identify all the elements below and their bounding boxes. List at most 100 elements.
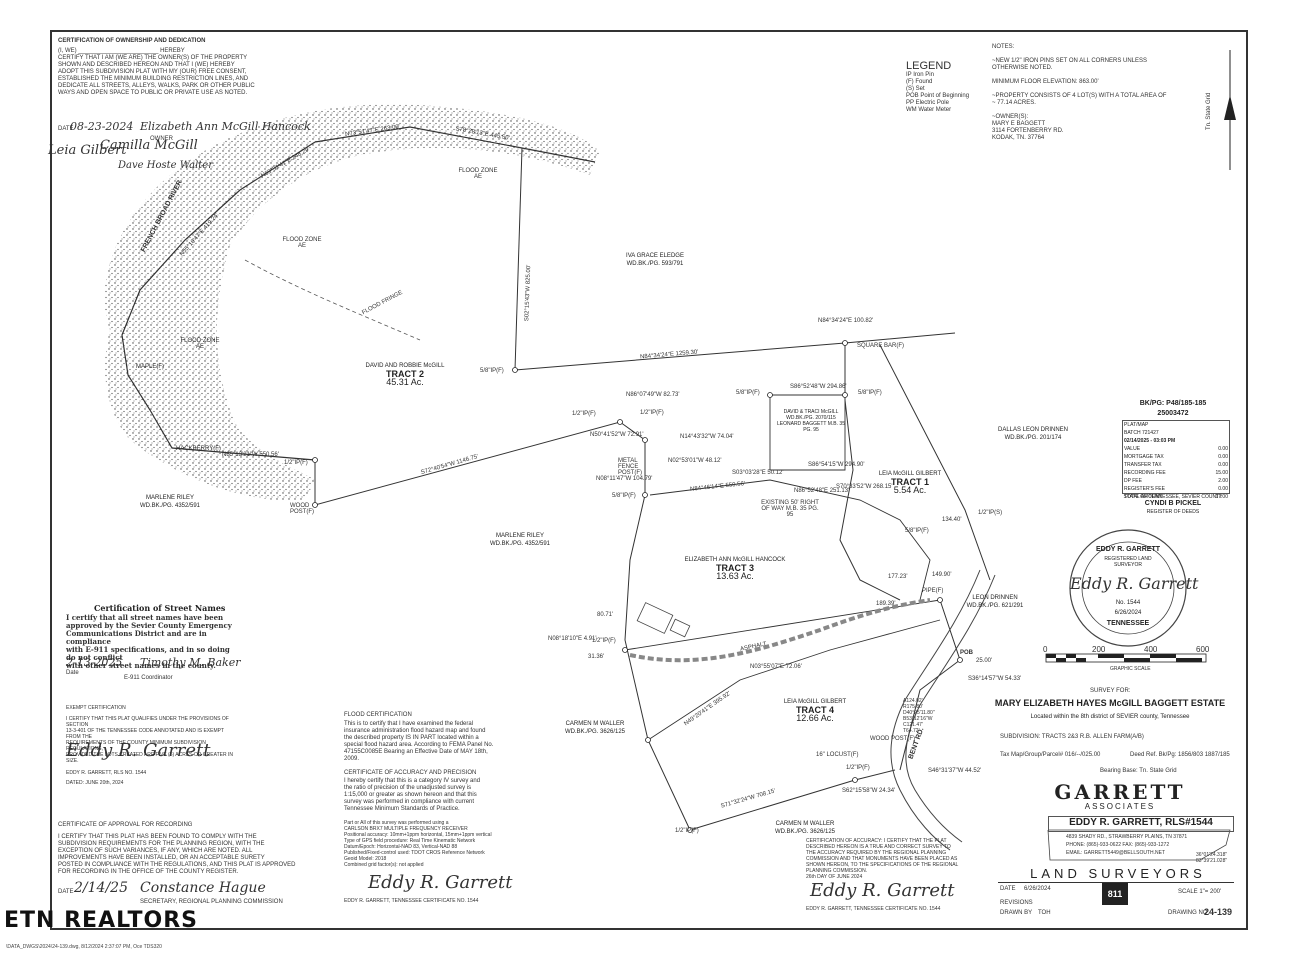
east-line: [879, 344, 991, 581]
tract2-west-line: [121, 141, 316, 461]
flood-cert-signature: Eddy R. Garrett: [368, 872, 513, 893]
bearing-label: N02°53'01"W 48.12': [668, 458, 722, 464]
tract4-east-line: [899, 599, 961, 771]
dig-811-logo: 811: [1102, 883, 1128, 905]
tb-drawn: TOH: [1038, 910, 1051, 916]
notes-body: ~NEW 1/2" IRON PINS SET ON ALL CORNERS U…: [992, 58, 1167, 141]
legend-list: IP Iron Pin (F) Found (S) Set POB Point …: [906, 72, 969, 114]
exempt-cert-body: I CERTIFY THAT THIS PLAT QUALIFIES UNDER…: [66, 716, 233, 764]
seal-date: 6/26/2024: [1114, 610, 1142, 616]
survey-bearing: Bearing Base: Tn. State Grid: [1100, 768, 1177, 774]
legend-item: (S) Set: [906, 86, 925, 92]
planning-cert-body: I CERTIFY THAT THIS PLAT HAS BEEN FOUND …: [58, 834, 296, 875]
square-bar-label: SQUARE BAR(F): [857, 343, 905, 349]
row-line: [649, 479, 931, 601]
survey-for-label: SURVEY FOR:: [1090, 688, 1131, 694]
north-arrow-head: [1224, 95, 1236, 120]
row-label: EXISTING 50' RIGHT OF WAY M.B. 35 PG. 95: [761, 500, 819, 518]
seal-text: REGISTERED LAND SURVEYOR: [1104, 556, 1152, 568]
survey-location: Located within the 8th district of SEVIE…: [1030, 714, 1190, 720]
scale-label: GRAPHIC SCALE: [1110, 666, 1151, 672]
street-cert-role: E-911 Coordinator: [124, 675, 173, 681]
title-block: DATE 6/26/2024 REVISIONS DRAWN BY TOH 81…: [998, 882, 1234, 921]
pin-label: 1/2"IP(F): [846, 765, 870, 771]
tract4-line: [647, 619, 941, 741]
owner-signature: Dave Hoste Walter: [118, 160, 213, 171]
legend-item: IP Iron Pin: [906, 72, 934, 78]
planning-cert-date-label: DATE: [58, 889, 74, 895]
north-label: Tn. State Grid: [1206, 92, 1212, 130]
bearing-label: 149.90': [932, 572, 952, 578]
exempt-cert-name: EDDY R. GARRETT, RLS NO. 1544: [66, 770, 147, 776]
bearing-label: 25.00': [976, 658, 993, 664]
notes-title: NOTES:: [992, 44, 1015, 50]
tb-drawn-label: DRAWN BY: [1000, 910, 1033, 916]
surveyor-seal: [1069, 529, 1187, 647]
scale-tick: 200: [1092, 645, 1106, 654]
scale-tick: 400: [1144, 645, 1158, 654]
accuracy-cert-day: 26th DAY OF JUNE 2024: [806, 874, 863, 880]
tb-revisions-label: REVISIONS: [1000, 900, 1033, 906]
exempt-cert-title: EXEMPT CERTIFICATION: [66, 705, 126, 711]
pin-label: 1/2"IP(F): [284, 460, 308, 466]
locust-label: 16" LOCUST(F): [816, 752, 859, 758]
building: [669, 618, 691, 638]
owner-label: OWNER: [150, 136, 173, 142]
street-cert-body: I certify that all street names have bee…: [66, 613, 232, 670]
pin-label: 1/2"IP(S): [978, 510, 1003, 516]
bearing-label: 80.71': [597, 612, 614, 618]
street-cert-signature: Timothy M. Baker: [140, 656, 241, 669]
river-boundary: [314, 126, 596, 163]
hackberry-label: HACKBERRY(F): [176, 446, 221, 452]
pin-label: PIPE(F): [922, 588, 944, 594]
owner-signature: Elizabeth Ann McGill Hancock: [140, 120, 311, 133]
firm-surveyor: EDDY R. GARRETT, RLS#1544: [1069, 817, 1213, 828]
firm-name: GARRETT: [1054, 780, 1186, 804]
pin-label: 5/8"IP(F): [905, 528, 929, 534]
street-cert-date: 2-13-2025: [66, 656, 123, 669]
seal-state: TENNESSEE: [1106, 620, 1150, 627]
tb-date: 6/26/2024: [1024, 886, 1051, 892]
owner-signature: Leia Gilbert: [48, 143, 127, 158]
planning-signature: Constance Hague: [140, 880, 266, 896]
pin-label: 5/8"IP(F): [612, 493, 636, 499]
flood-cert-name: EDDY R. GARRETT, TENNESSEE CERTIFICATE N…: [344, 898, 479, 904]
flood-zone-label: FLOOD ZONE AE: [458, 168, 498, 180]
bearing-label: S46°31'37"W 44.52': [928, 768, 982, 774]
flood-fringe-line: [244, 259, 421, 341]
wood-post-label: WOOD POST(F): [870, 736, 915, 742]
firm-address: 4839 SHADY RD., STRAWBERRY PLAINS, TN 37…: [1066, 834, 1188, 840]
recording-register: CYNDI B PICKEL: [1144, 500, 1202, 507]
recording-rows: PLAT/MAP BATCH 721427 02/14/2025 - 03:03…: [1124, 422, 1228, 500]
mcgill-lot: [769, 394, 846, 471]
bearing-label: 189.39': [876, 601, 896, 607]
wood-post-label: WOOD POST(F): [290, 503, 314, 515]
bearing-label: N14°43'32"W 74.04': [680, 434, 734, 440]
exempt-cert-dated: DATED: JUNE 20th, 2024: [66, 780, 124, 786]
bent-road: [890, 569, 981, 851]
bearing-label: S62°15'58"W 24.34': [842, 788, 896, 794]
owner-cert-date: 08-23-2024: [70, 120, 134, 133]
flood-zone-label: FLOOD ZONE AE: [282, 237, 322, 249]
accuracy-title: CERTIFICATE OF ACCURACY AND PRECISION: [344, 770, 477, 776]
curve-data: A124.02' R175.80' D40°25'11.80" B53°12'1…: [903, 698, 935, 734]
graphic-scale-bar: [1045, 653, 1207, 663]
bearing-label: S86°54'15"W 294.90': [808, 462, 865, 468]
scale-tick: 0: [1043, 645, 1048, 654]
firm-email: EMAIL: GARRETT5449@BELLSOUTH.NET: [1066, 850, 1165, 856]
owner-signature: Camilla McGill: [100, 138, 198, 153]
plat-sheet: [50, 30, 1248, 930]
bearing-label: N08°11'47"W 104.79': [596, 476, 653, 482]
firm-coords: 36°01'24.318" 83°39'21.028": [1196, 852, 1228, 864]
tb-scale: SCALE 1"= 200': [1178, 889, 1222, 895]
owner-cert-body: (I, WE) ________________________ HEREBY …: [58, 48, 255, 96]
gps-body: Part or All of this survey was performed…: [344, 820, 492, 868]
